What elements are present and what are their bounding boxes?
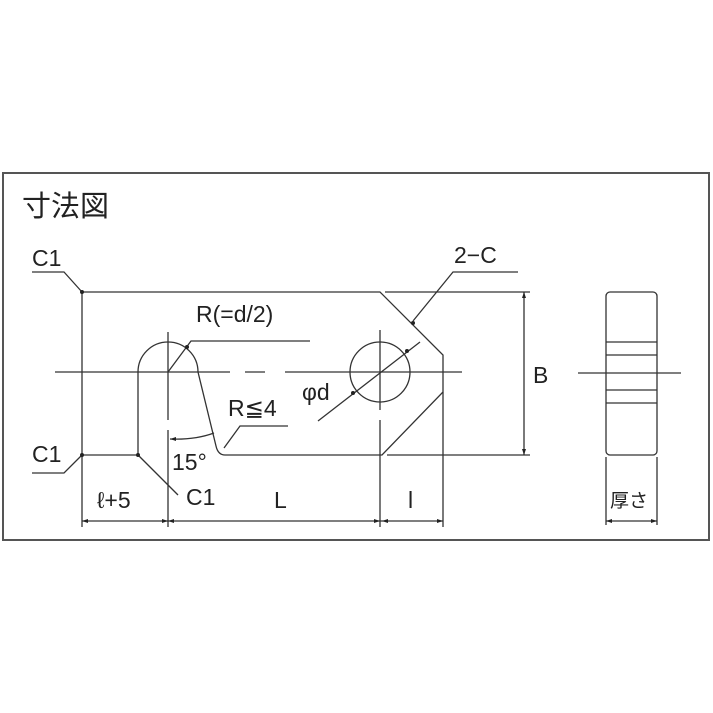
slot — [137, 341, 199, 455]
label-chamfer-bottom-left: C1 — [32, 441, 61, 467]
label-chamfer-slot: C1 — [186, 484, 215, 510]
label-dim-right: l — [408, 487, 413, 513]
label-dim-left: ℓ+5 — [97, 487, 131, 513]
drawing-frame — [2, 172, 710, 541]
center-lines — [55, 330, 462, 527]
drawing-title: 寸法図 — [22, 189, 109, 223]
label-hole-diameter: φd — [302, 379, 330, 405]
label-chamfer-right: 2−C — [454, 242, 497, 268]
label-angle: 15° — [172, 449, 207, 475]
label-height: B — [533, 362, 548, 388]
leaders — [32, 271, 518, 496]
label-thickness: 厚さ — [610, 490, 648, 512]
bottom-dimensions — [82, 519, 443, 523]
label-chamfer-top-left: C1 — [32, 245, 61, 271]
extension-lines — [81, 291, 530, 527]
side-view — [578, 291, 681, 525]
height-dimension — [522, 292, 526, 455]
label-fillet-radius: R≦4 — [228, 395, 277, 421]
label-slot-radius: R(=d/2) — [196, 301, 273, 327]
label-dim-middle: L — [274, 487, 287, 513]
